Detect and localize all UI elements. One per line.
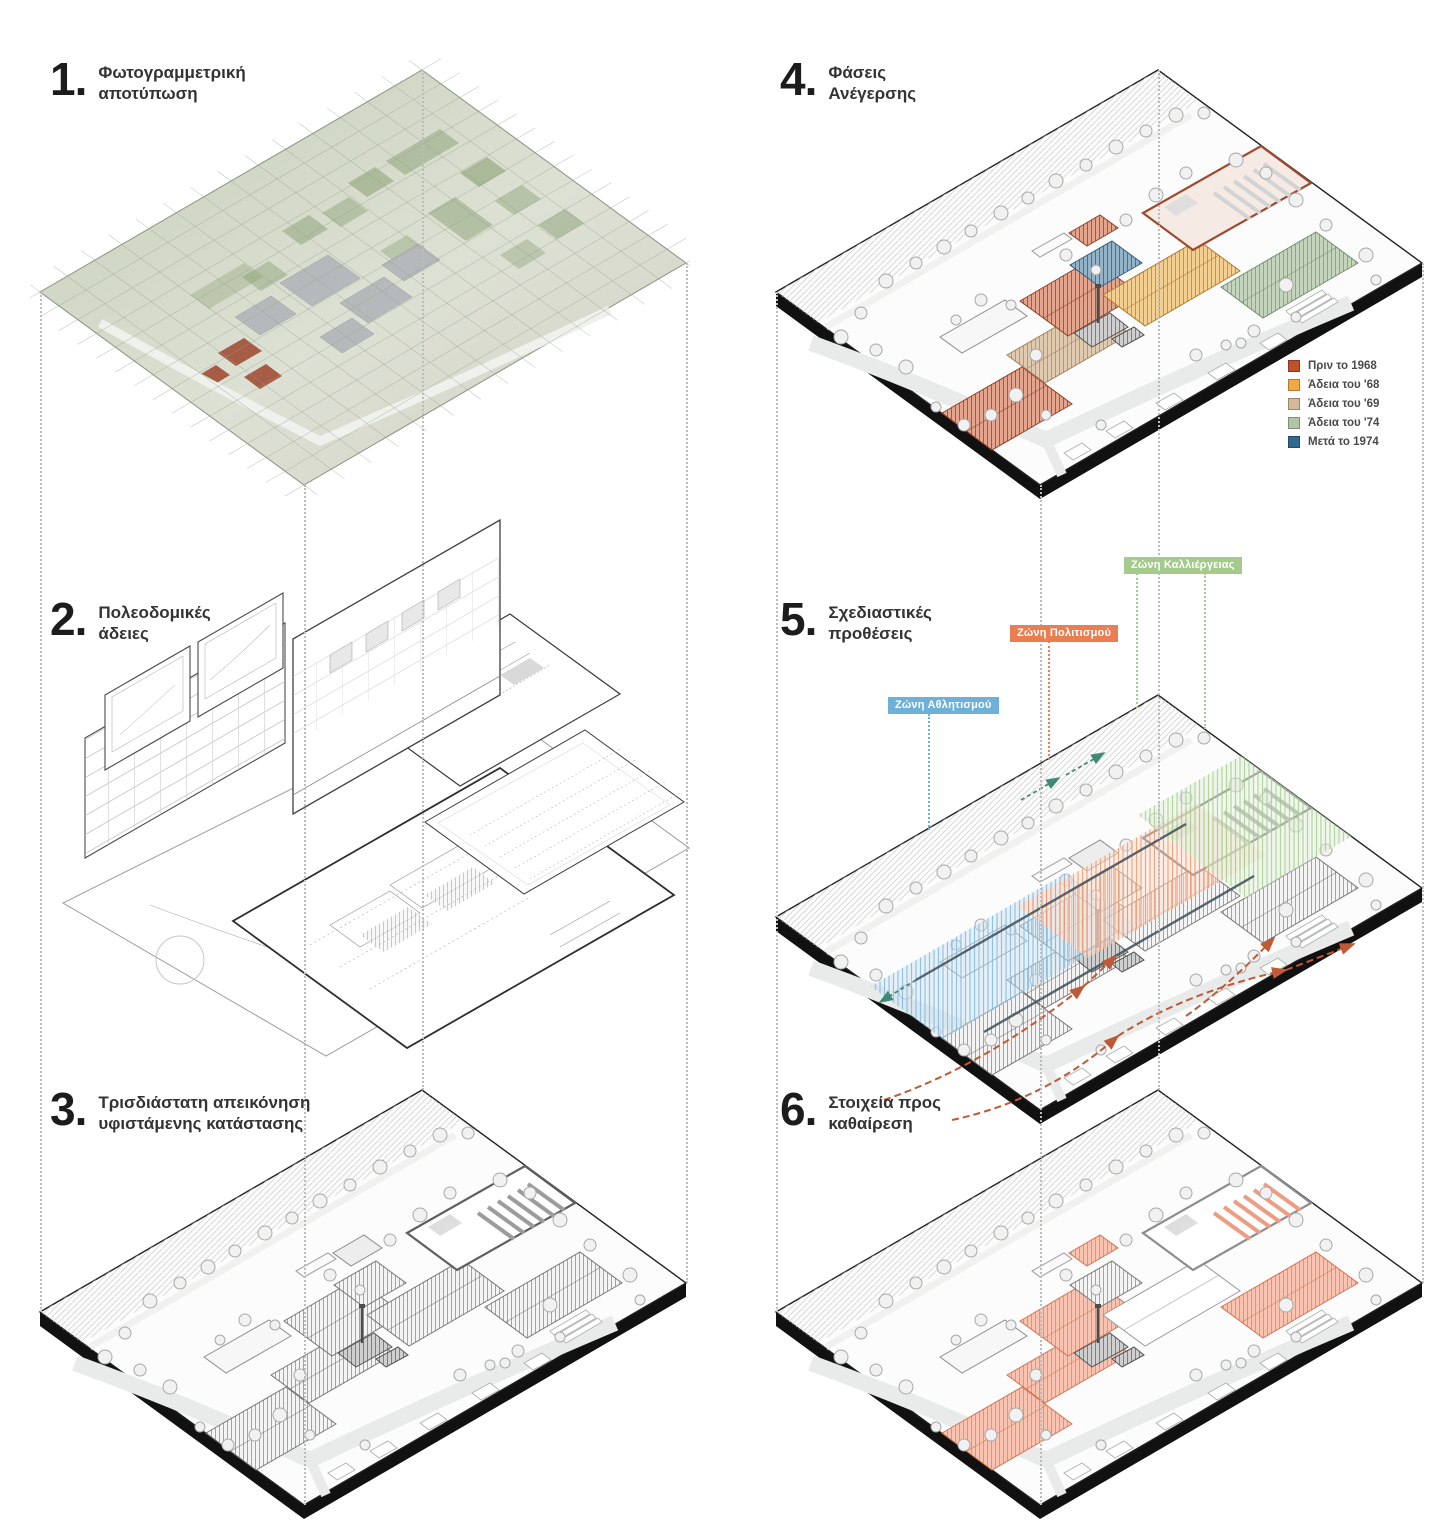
projection-line — [1422, 263, 1424, 1283]
projection-line — [40, 292, 42, 1312]
aerial-path — [97, 305, 612, 446]
standing-sheet-small-2 — [197, 592, 284, 718]
photogrammetry-mesh — [30, 58, 690, 497]
panel-5-intentions-model — [766, 680, 1426, 1140]
panel-6-demolition-model — [766, 1075, 1426, 1535]
aerial-patches — [190, 129, 584, 309]
panel-3-existing-model — [30, 1075, 690, 1535]
legend-swatch — [1288, 379, 1300, 391]
panel-1-photogrammetry — [30, 58, 690, 497]
legend-item: Άδεια του '69 — [1288, 398, 1379, 410]
flat-sheet-sparse — [424, 729, 685, 895]
projection-line — [1040, 485, 1042, 1505]
legend-swatch — [1288, 436, 1300, 448]
panel-number: 2. — [50, 593, 87, 645]
projection-line — [776, 292, 778, 1312]
construction-phase-legend: Πριν το 1968 Άδεια του '68 Άδεια του '69… — [1288, 360, 1379, 448]
panel-number: 4. — [780, 53, 817, 105]
zone-tag-culture: Ζώνη Πολιτισμού — [1010, 625, 1119, 642]
legend-item: Πριν το 1968 — [1288, 360, 1379, 372]
projection-line — [304, 485, 306, 1505]
legend-swatch — [1288, 417, 1300, 429]
zone-tag-cultivation: Ζώνη Καλλιέργειας — [1124, 557, 1242, 574]
projection-line — [422, 70, 424, 1090]
panel-number: 1. — [50, 53, 87, 105]
standing-sheet-small-1 — [104, 645, 191, 771]
axis-lines — [915, 822, 1255, 1034]
projection-line — [1158, 70, 1160, 1090]
zone-leader — [1204, 573, 1206, 729]
standing-sheet-facade — [292, 518, 501, 816]
zone-leader — [1048, 641, 1050, 760]
legend-item: Άδεια του '68 — [1288, 379, 1379, 391]
zone-leader — [928, 714, 930, 830]
legend-swatch — [1288, 360, 1300, 372]
zone-tag-sports: Ζώνη Αθλητισμού — [888, 697, 999, 714]
legend-swatch — [1288, 398, 1300, 410]
projection-line — [686, 263, 688, 1283]
panel-number: 5. — [780, 593, 817, 645]
zone-leader — [1136, 573, 1138, 708]
panel-number: 6. — [780, 1083, 817, 1135]
legend-item: Μετά το 1974 — [1288, 436, 1379, 448]
legend-item: Άδεια του '74 — [1288, 417, 1379, 429]
panel-number: 3. — [50, 1083, 87, 1135]
panel-2-permits — [61, 518, 690, 1057]
